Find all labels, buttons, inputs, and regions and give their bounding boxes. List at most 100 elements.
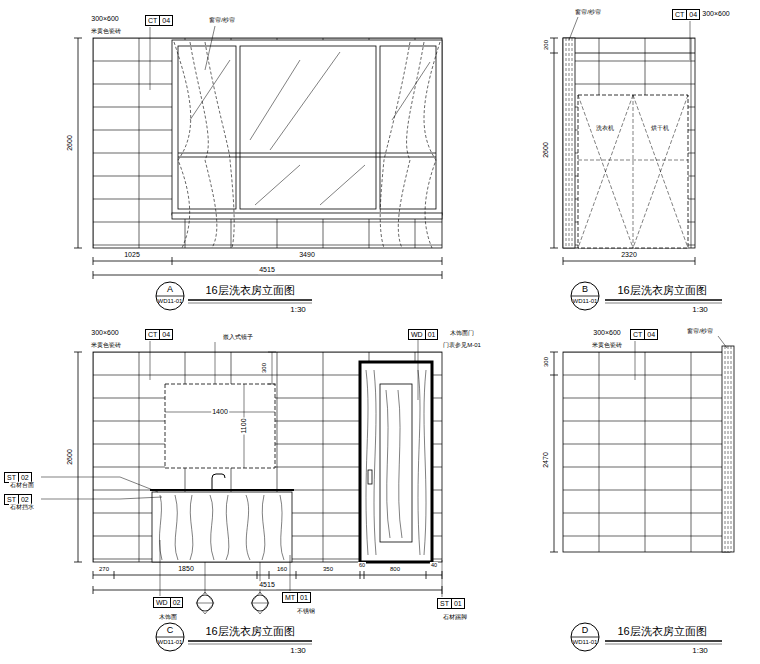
view-letter: B xyxy=(570,284,600,294)
annotation: 300×600 xyxy=(90,329,119,337)
view-bubble: B WD11-01 xyxy=(570,281,600,311)
annotation: 1100 xyxy=(240,417,248,434)
annotation: 2470 xyxy=(542,451,550,469)
window-pane xyxy=(240,46,376,209)
view-a xyxy=(74,26,442,303)
view-c xyxy=(41,340,442,644)
view-letter: C xyxy=(155,625,185,635)
leader-line xyxy=(41,340,442,597)
material-number: 02 xyxy=(18,473,31,482)
annotation: 4515 xyxy=(258,581,276,589)
material-code: ST xyxy=(5,495,18,504)
annotation: 1:30 xyxy=(289,306,307,315)
view-title: 16层洗衣房立面图 xyxy=(204,284,295,296)
view-title: 16层洗衣房立面图 xyxy=(616,625,707,637)
annotation: 300×600 xyxy=(90,15,119,23)
glass-hatch xyxy=(190,52,430,205)
window-transom xyxy=(178,153,436,157)
window-pane xyxy=(380,46,436,209)
window-frame xyxy=(172,40,442,215)
annotation: 米黄色瓷砖 xyxy=(591,342,623,349)
annotation: 木饰面门 xyxy=(449,330,475,337)
annotation: 嵌入式镜子 xyxy=(222,334,254,341)
view-bubble: C WD11-01 xyxy=(155,622,185,652)
material-tag: WD02 xyxy=(153,597,183,608)
leader-line xyxy=(569,17,690,60)
view-d xyxy=(550,336,734,644)
annotation: 300 xyxy=(543,356,550,368)
title-underline xyxy=(188,303,312,304)
section-marker xyxy=(251,592,269,614)
dimension-line xyxy=(74,352,82,562)
material-number: 04 xyxy=(159,16,172,25)
annotation: 石材挡水 xyxy=(9,504,35,511)
material-code: CT xyxy=(146,330,159,339)
annotation: 40 xyxy=(430,562,438,568)
tile-wall xyxy=(563,38,695,248)
dimension-line xyxy=(74,38,82,248)
material-number: 04 xyxy=(159,330,172,339)
faucet xyxy=(212,474,225,490)
material-code: MT xyxy=(283,593,297,602)
annotation: 3490 xyxy=(298,251,316,259)
sheet-reference: WD11-01 xyxy=(155,639,185,646)
annotation: 1850 xyxy=(177,565,195,573)
annotation: 烘干机 xyxy=(650,125,670,132)
material-code: ST xyxy=(5,473,18,482)
annotation: 木饰面 xyxy=(158,614,178,621)
material-code: CT xyxy=(631,330,644,339)
title-underline xyxy=(605,640,722,642)
bubble-circle xyxy=(571,282,599,310)
leader-line xyxy=(635,336,727,380)
tile-wall xyxy=(93,352,442,562)
annotation: 2320 xyxy=(620,251,638,259)
annotation: 石材台面 xyxy=(9,482,35,489)
annotation: 1:30 xyxy=(691,306,709,315)
view-title: 16层洗衣房立面图 xyxy=(204,625,295,637)
material-code: ST xyxy=(438,599,451,608)
title-underline xyxy=(605,644,722,645)
curtain-strip xyxy=(566,38,572,248)
view-b xyxy=(550,17,722,303)
annotation: 1400 xyxy=(211,408,229,416)
annotation: 1:30 xyxy=(691,647,709,656)
material-code: WD xyxy=(409,330,425,339)
door-frame xyxy=(360,362,432,562)
dimension-line xyxy=(268,352,276,384)
material-number: 04 xyxy=(644,330,657,339)
door-handle xyxy=(368,470,372,484)
material-tag: CT04 xyxy=(630,329,658,340)
annotation: 石材踢脚 xyxy=(442,614,468,621)
annotation: 2600 xyxy=(66,134,74,152)
curtain-strip xyxy=(725,346,731,552)
dimension-line xyxy=(550,38,558,248)
tile-wall xyxy=(563,352,730,552)
view-letter: A xyxy=(155,284,185,294)
bubble-divider xyxy=(571,296,599,297)
sheet-reference: WD11-01 xyxy=(570,298,600,305)
annotation: 不锈钢 xyxy=(296,608,316,615)
wood-grain xyxy=(159,495,284,560)
material-tag: ST01 xyxy=(437,598,465,609)
bubble-circle xyxy=(156,623,184,651)
dimension-line xyxy=(550,352,558,552)
tile-wall xyxy=(93,38,442,248)
material-tag: MT01 xyxy=(282,592,311,603)
material-number: 01 xyxy=(425,330,438,339)
material-tag: WD01 xyxy=(408,329,438,340)
material-code: CT xyxy=(146,16,159,25)
dimension-line xyxy=(165,384,275,468)
annotation: 窗帘/纱帘 xyxy=(208,17,236,24)
leader-line xyxy=(150,26,215,90)
window-sill xyxy=(172,213,442,219)
material-number: 02 xyxy=(170,598,183,607)
annotation: 米黄色瓷砖 xyxy=(90,28,122,35)
curtain-strip xyxy=(722,346,734,552)
annotation: 4515 xyxy=(258,266,276,274)
annotation: 270 xyxy=(98,566,110,573)
material-number: 04 xyxy=(686,10,699,19)
view-title: 16层洗衣房立面图 xyxy=(616,284,707,296)
material-code: CT xyxy=(673,10,686,19)
annotation: 1:30 xyxy=(289,647,307,656)
bubble-divider xyxy=(571,637,599,638)
